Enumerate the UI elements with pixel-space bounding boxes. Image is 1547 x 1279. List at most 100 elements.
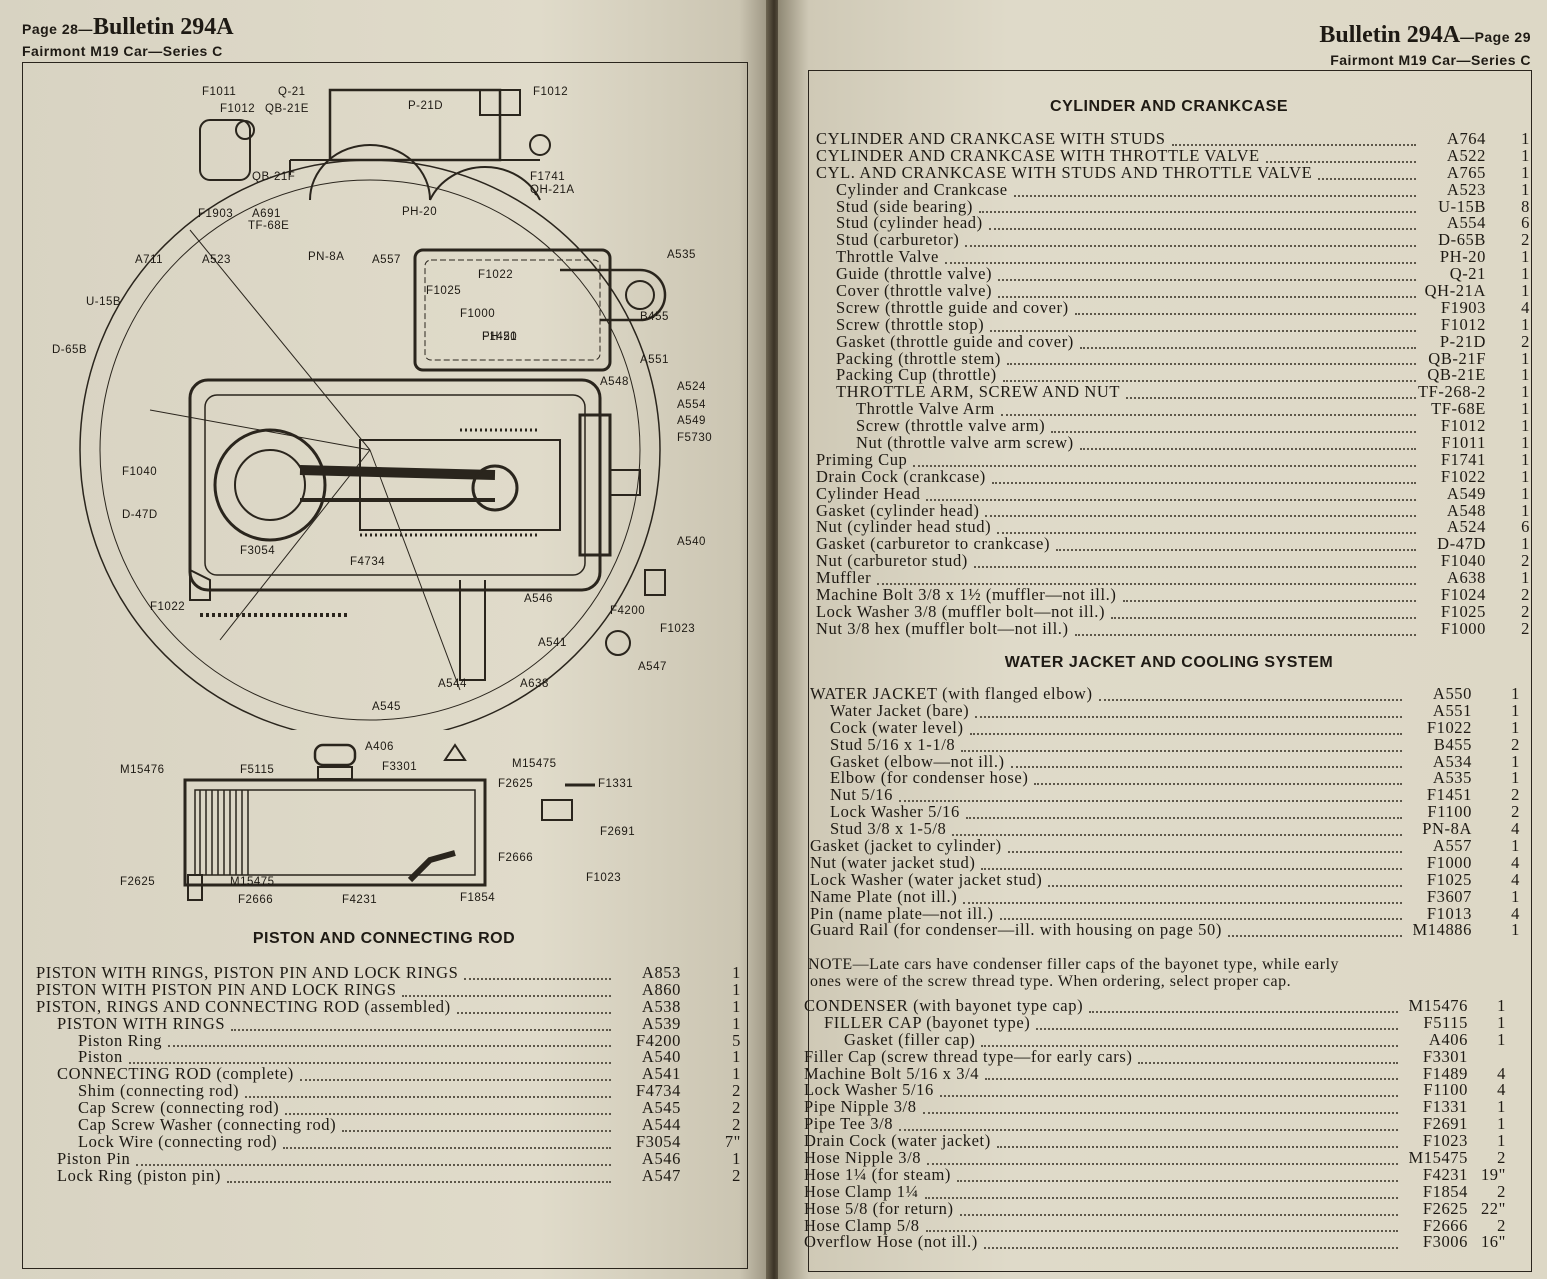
leader-dots: [985, 499, 1416, 518]
part-description: FILLER CAP (bayonet type): [824, 1012, 1031, 1032]
part-number: F3054: [635, 1131, 681, 1151]
part-quantity: 2: [1511, 785, 1520, 805]
part-description: Hose 5/8 (for return): [804, 1198, 954, 1218]
part-quantity: 2: [1511, 802, 1520, 822]
part-description: Gasket (elbow—not ill.): [830, 751, 1005, 771]
part-description: Piston: [78, 1047, 123, 1067]
part-description: Cock (water level): [830, 717, 964, 737]
part-quantity: 1: [1521, 534, 1530, 554]
part-quantity: 2: [1497, 1148, 1506, 1168]
callout-label: F1012: [220, 103, 255, 115]
leader-dots: [1000, 397, 1416, 417]
part-number: PH-20: [1439, 247, 1486, 267]
callout-label: F3301: [382, 761, 417, 773]
callout-label: PN-8A: [308, 251, 344, 263]
part-number: M15476: [1408, 996, 1468, 1015]
condenser-note: NOTE—Late cars have condenser filler cap…: [808, 956, 1530, 990]
callout-label: U-15B: [86, 296, 121, 308]
leader-dots: [402, 978, 611, 997]
part-quantity: 1: [1511, 751, 1520, 771]
part-number: QB-21F: [1428, 348, 1486, 368]
part-description: Elbow (for condenser hose): [830, 768, 1029, 788]
part-number: F1100: [1427, 802, 1472, 822]
part-description: CYLINDER AND CRANKCASE WITH THROTTLE VAL…: [816, 145, 1260, 165]
part-description: Packing (throttle stem): [836, 348, 1002, 368]
part-quantity: 1: [1521, 568, 1530, 588]
callout-label: D-65B: [52, 344, 87, 356]
part-number: A557: [1432, 836, 1472, 856]
right-page-subtitle: Fairmont M19 Car—Series C: [1330, 52, 1531, 68]
part-number: TF-68E: [1431, 399, 1486, 419]
part-description: Water Jacket (bare): [830, 700, 970, 720]
part-description: Priming Cup: [816, 449, 908, 469]
callout-label: F2625: [498, 778, 533, 790]
part-quantity: 2: [732, 1115, 741, 1135]
part-description: Screw (throttle valve arm): [856, 416, 1046, 436]
part-description: Hose 1¼ (for steam): [804, 1164, 952, 1184]
callout-label: A557: [372, 254, 401, 266]
part-description: Cover (throttle valve): [836, 281, 993, 301]
part-description: Drain Cock (crankcase): [816, 466, 986, 486]
part-description: Hose Nipple 3/8: [804, 1148, 922, 1168]
callout-label: F4200: [610, 605, 645, 617]
leader-dots: [926, 482, 1416, 501]
callout-label: F1025: [426, 285, 461, 297]
leader-dots: [168, 1029, 611, 1048]
left-page: Page 28—Bulletin 294A Fairmont M19 Car—S…: [0, 0, 770, 1279]
part-quantity: 1: [1521, 466, 1530, 486]
part-quantity: 1: [1521, 500, 1530, 520]
callout-label: B455: [640, 311, 669, 323]
part-quantity: 2: [1511, 734, 1520, 754]
part-description: Nut 3/8 hex (muffler bolt—not ill.): [816, 618, 1069, 638]
callout-label: QB-21F: [252, 171, 295, 183]
part-quantity: 2: [732, 1081, 741, 1101]
leader-dots: [975, 699, 1402, 718]
part-quantity: 1: [1497, 1114, 1506, 1134]
parts-row: PISTON, RINGS AND CONNECTING ROD (assemb…: [36, 998, 746, 1016]
part-number: A541: [641, 1064, 681, 1084]
part-quantity: 1: [1521, 365, 1530, 385]
callout-label: A691: [252, 208, 281, 220]
note-line-2: ones were of the screw thread type. When…: [810, 973, 1292, 990]
part-quantity: 4: [1511, 819, 1520, 839]
leader-dots: [1036, 1011, 1398, 1030]
part-number: A549: [1446, 483, 1486, 503]
part-description: Cylinder and Crankcase: [836, 179, 1008, 199]
left-page-frame: [22, 62, 748, 1269]
leader-dots: [1171, 127, 1416, 146]
part-quantity: 1: [1521, 281, 1530, 301]
part-number: F1331: [1422, 1097, 1468, 1117]
part-number: A539: [641, 1013, 681, 1033]
part-description: Screw (throttle guide and cover): [836, 297, 1069, 317]
callout-label: A545: [372, 701, 401, 713]
part-number: A524: [1446, 517, 1486, 537]
part-description: Throttle Valve: [836, 247, 939, 267]
leader-dots: [973, 549, 1416, 569]
leader-dots: [959, 1197, 1398, 1216]
leader-dots: [996, 1129, 1398, 1149]
part-quantity: 1: [1521, 247, 1530, 267]
part-number: F1903: [1440, 297, 1486, 317]
callout-label: A523: [202, 254, 231, 266]
part-quantity: 6: [1521, 213, 1530, 233]
part-description: PISTON WITH PISTON PIN AND LOCK RINGS: [36, 979, 397, 999]
part-quantity: 1: [1521, 162, 1530, 182]
part-description: PISTON WITH RINGS, PISTON PIN AND LOCK R…: [36, 963, 459, 982]
part-description: Gasket (cylinder head): [816, 500, 980, 520]
water-jacket-section-title: WATER JACKET AND COOLING SYSTEM: [1004, 654, 1334, 671]
